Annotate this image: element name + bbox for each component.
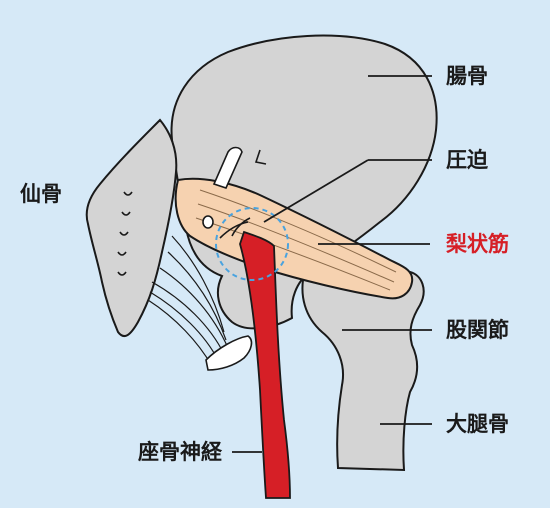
label-femur: 大腿骨	[446, 412, 509, 436]
label-piriformis: 梨状筋	[446, 232, 509, 256]
sacrum	[85, 118, 178, 338]
label-sacrum: 仙骨	[20, 182, 62, 206]
ischial-tuberosity	[205, 335, 253, 371]
leader-lines	[232, 75, 432, 453]
sacral-foramina	[117, 191, 133, 276]
label-sciatic-nerve: 座骨神経	[138, 440, 222, 464]
label-hip-joint: 股関節	[446, 318, 509, 342]
vessels	[202, 146, 243, 229]
sciatic-nerve	[239, 230, 291, 499]
compression-circle	[215, 207, 289, 281]
label-ilium: 腸骨	[446, 64, 488, 88]
muscle-fibers	[195, 189, 397, 291]
label-compression: 圧迫	[446, 148, 488, 172]
nerve-branches	[219, 149, 267, 239]
piriformis-muscle	[174, 177, 414, 300]
